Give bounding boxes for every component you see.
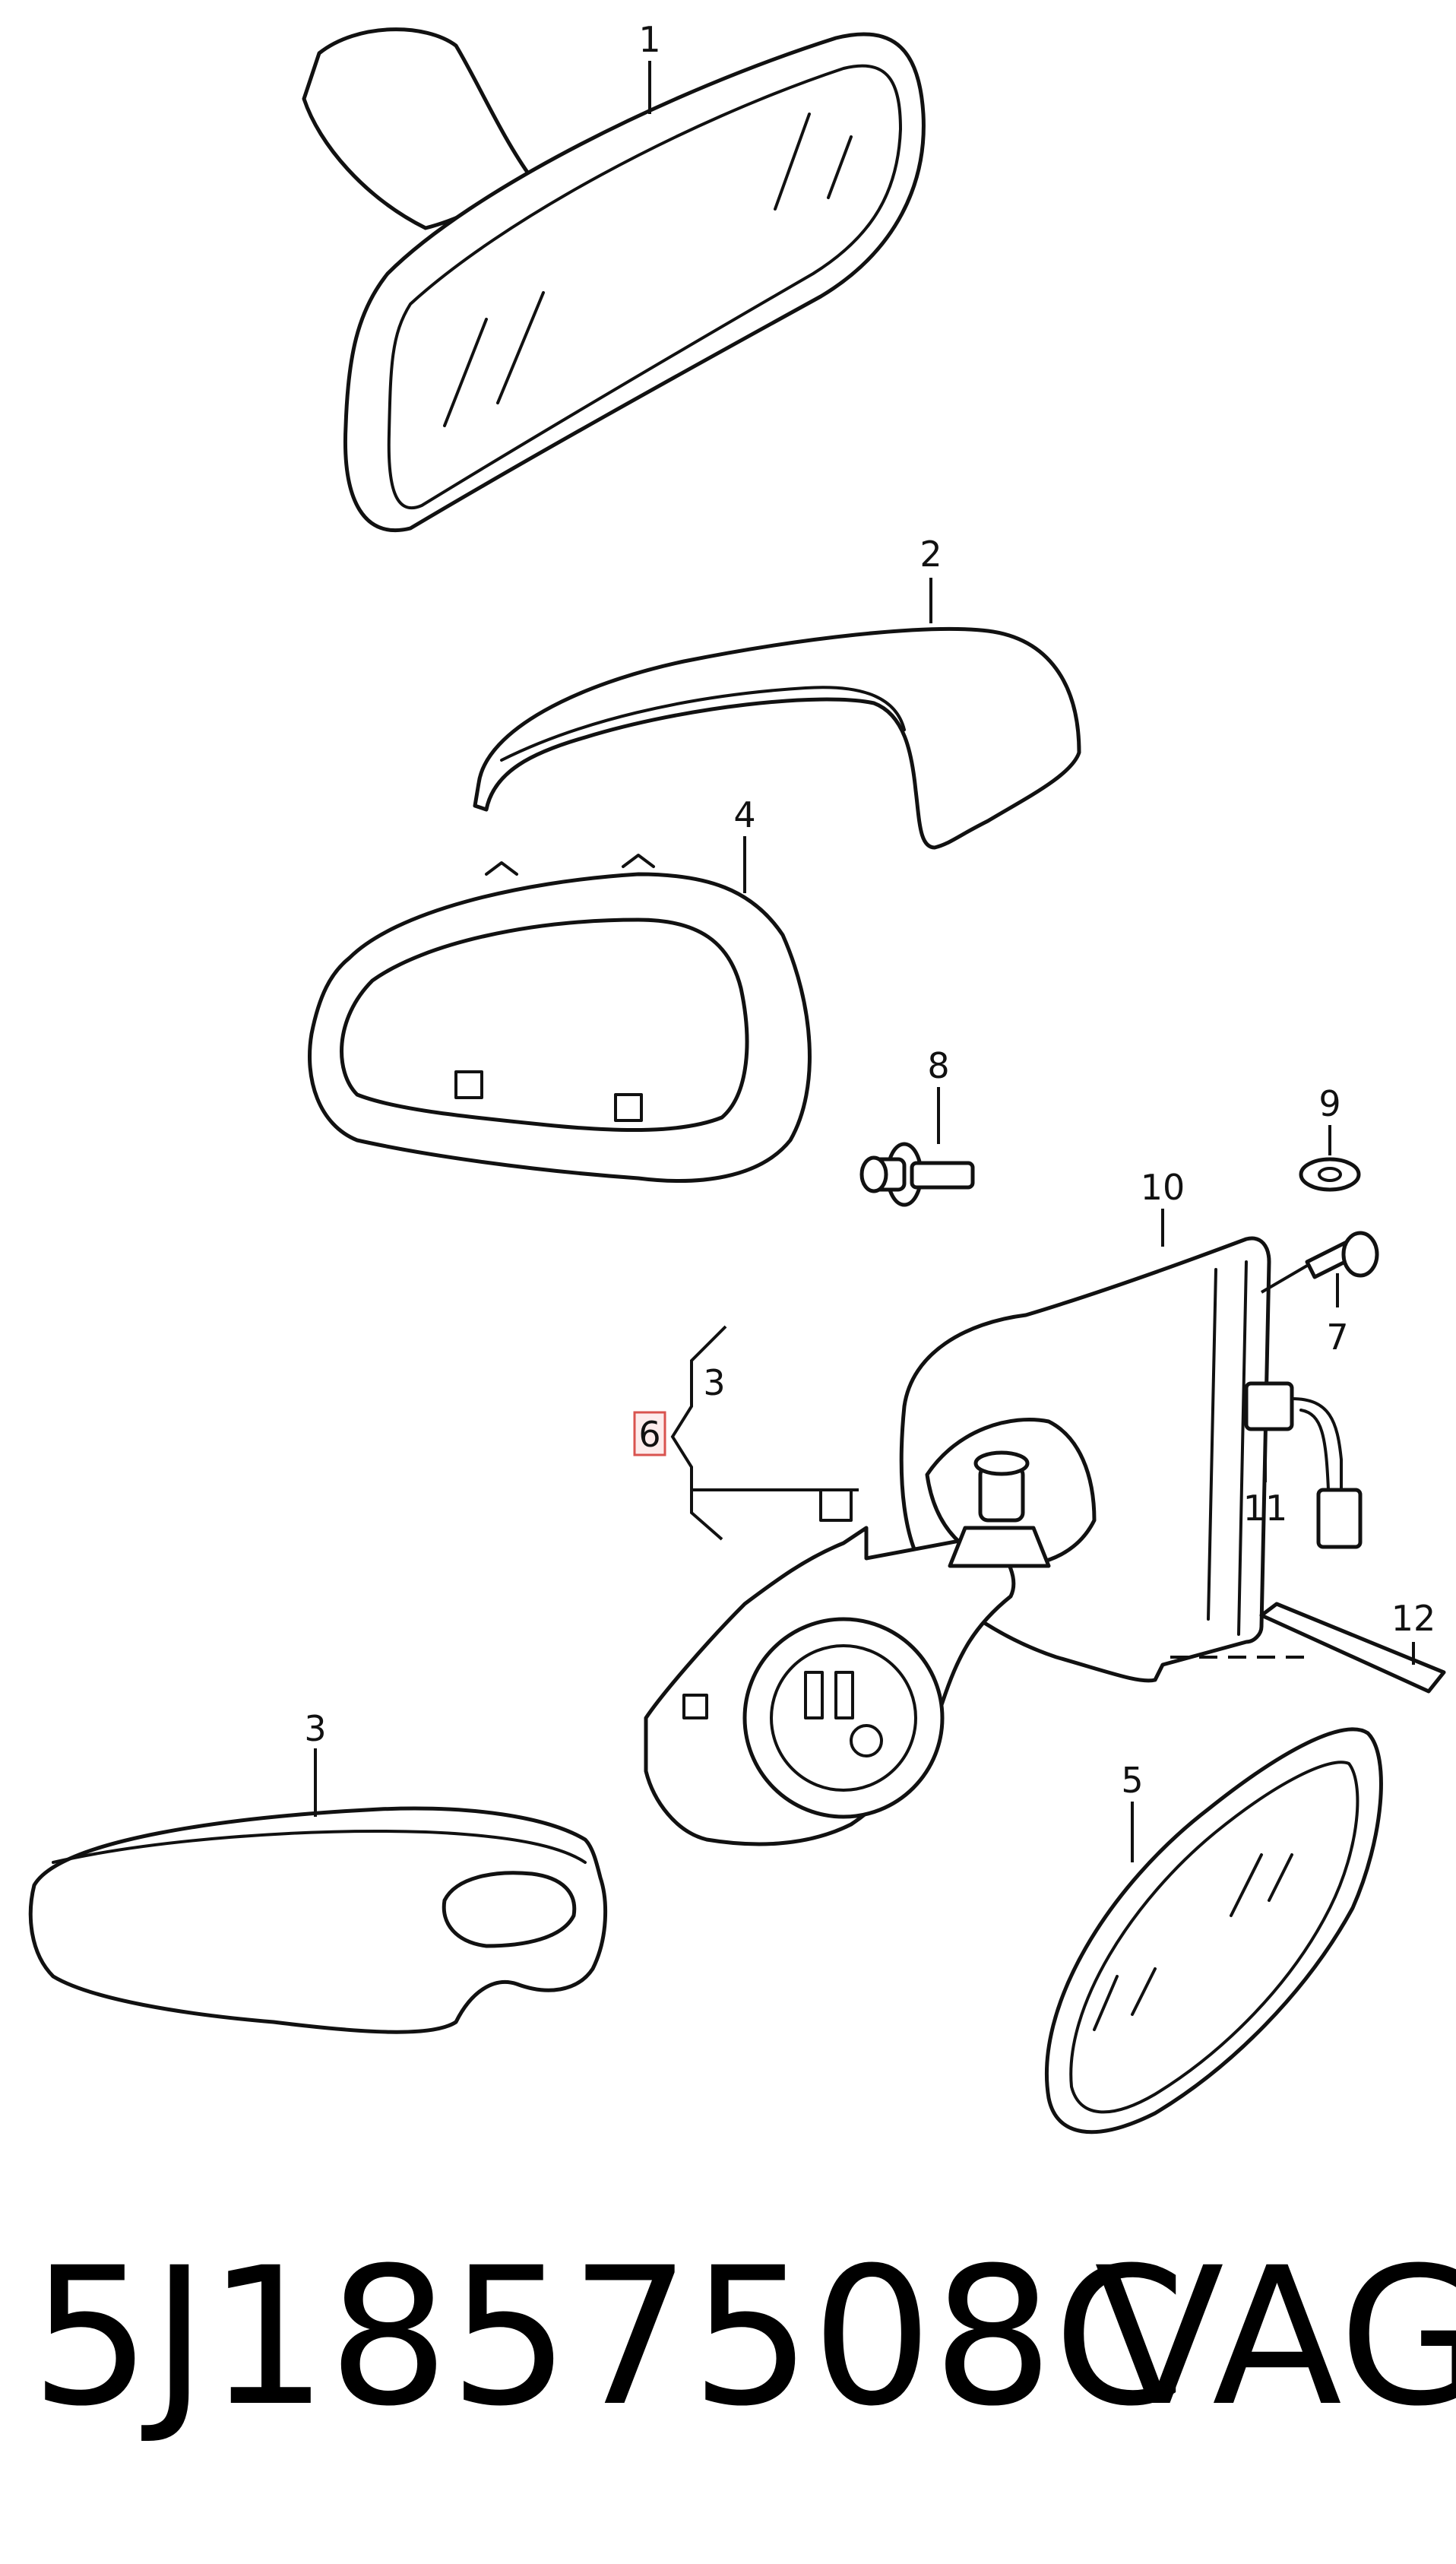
callout-1: 1 [638,19,660,60]
part-8-plug-fastener [859,1142,975,1207]
part-5-mirror-glass [1044,1727,1383,2135]
callout-12: 12 [1391,1598,1436,1639]
part-2-mirror-cap [473,626,1081,850]
part-7-screw [1305,1231,1379,1279]
leader-lines [314,61,1415,1862]
part-9-washer [1299,1157,1361,1192]
part-1-interior-mirror [302,27,926,533]
leader-7-to-base [1260,1264,1309,1294]
callout-11: 11 [1243,1488,1288,1529]
callout-3b: 3 [304,1708,326,1749]
part-4-housing-frame [308,854,812,1183]
callout-10: 10 [1141,1167,1185,1208]
callout-5: 5 [1121,1760,1143,1801]
callout-4: 4 [733,794,755,835]
part-3-housing-shell [28,1806,608,2034]
callout-9: 9 [1318,1083,1340,1124]
part-11-wiring-harness [1244,1381,1363,1549]
callout-7: 7 [1326,1317,1348,1358]
callout-6-box [633,1411,666,1456]
callout-6: 6 [638,1414,660,1455]
brand-caption: VAG [1094,2226,1456,2448]
callouts: 1 2 4 8 9 10 7 3 6 11 12 3 5 [304,19,1435,1801]
leader-6-bracket [670,1325,727,1541]
callout-3a: 3 [703,1362,725,1403]
callout-8: 8 [927,1045,949,1086]
part-12-adhesive-strip [1259,1602,1446,1694]
part-number-caption: 5J1857508C [30,2226,1186,2448]
callout-2: 2 [919,534,942,575]
part-6-adjuster-motor [644,1450,1051,1846]
